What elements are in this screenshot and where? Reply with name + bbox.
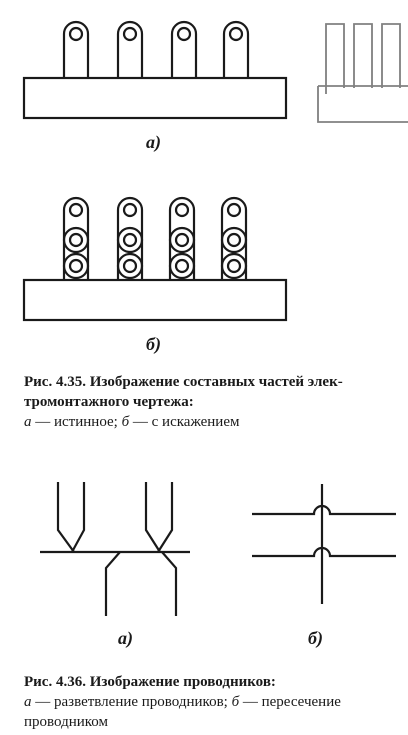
branch-wire	[144, 482, 161, 553]
caption-text-b: — пересечение проводником	[24, 694, 341, 730]
branch-wire	[104, 551, 121, 616]
terminal-base-b	[22, 278, 288, 322]
terminal-stack	[168, 196, 196, 280]
caption-letter-a: а	[24, 694, 32, 710]
conductor-branching-a	[40, 482, 190, 616]
caption-letter-b: б	[231, 694, 240, 710]
caption-description: а — разветвление проводников; б — пересе…	[24, 692, 408, 732]
caption-text-a: — истинное;	[31, 414, 122, 430]
terminal-lug	[116, 20, 144, 78]
branch-wire	[56, 482, 75, 553]
caption-letter-b: б	[121, 414, 130, 430]
figure-4-35-drawing	[22, 20, 408, 322]
terminal-stack	[220, 196, 248, 280]
horizontal-conductor-top	[252, 504, 396, 516]
caption-title: Рис. 4.36. Изображение проводников:	[24, 674, 276, 690]
figure-4-35-caption: Рис. 4.35. Изображение составных частей …	[24, 372, 408, 432]
terminal-strip-a	[22, 20, 288, 120]
terminal-lug	[62, 20, 90, 78]
figure-4-36-label-a: а)	[118, 628, 133, 648]
caption-text-b: — с искажением	[129, 414, 240, 430]
horizontal-conductor-bottom	[252, 546, 396, 558]
caption-description: а — истинное; б — с искажением	[24, 412, 408, 432]
terminal-stack	[62, 196, 90, 280]
conductor-crossing-b	[252, 484, 396, 604]
caption-title: Рис. 4.35. Изображение составных частей …	[24, 374, 343, 410]
branch-wire	[161, 551, 178, 616]
figure-4-35-label-a: а)	[146, 132, 161, 152]
partial-figure-right	[317, 23, 408, 123]
terminal-lug	[222, 20, 250, 78]
figure-4-36-label-b: б)	[308, 628, 323, 648]
terminal-strip-b	[22, 196, 288, 322]
terminal-base-a	[22, 76, 288, 120]
branch-wire	[157, 482, 174, 553]
figure-4-35-label-b: б)	[146, 334, 161, 354]
terminal-stack	[116, 196, 144, 280]
caption-text-a: — разветвление проводников;	[31, 694, 232, 710]
figure-4-36-caption: Рис. 4.36. Изображение проводников: а — …	[24, 672, 408, 732]
terminal-lug	[170, 20, 198, 78]
branch-wire	[71, 482, 86, 553]
caption-letter-a: а	[24, 414, 32, 430]
